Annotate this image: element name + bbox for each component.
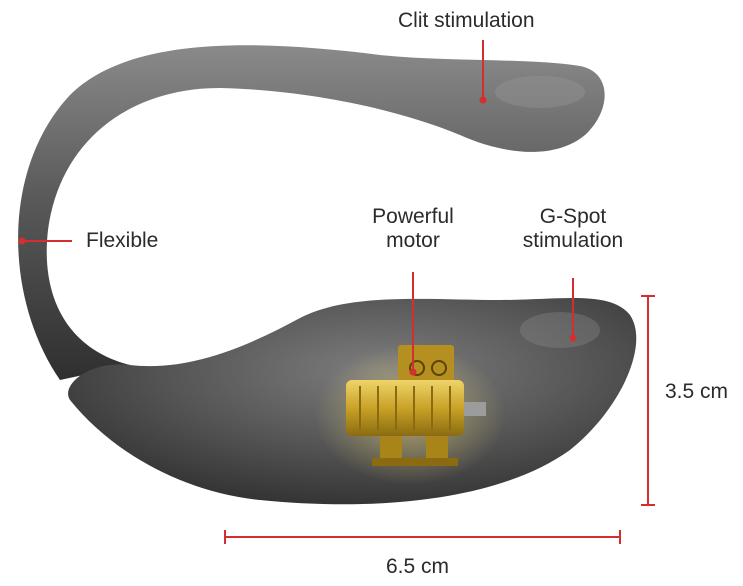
powerful-motor-label: Powerful motor — [355, 205, 471, 253]
clit-pointer-dot — [479, 96, 487, 104]
flexible-pointer-dot — [18, 237, 26, 245]
motor-pointer-dot — [409, 368, 417, 376]
powerful-motor-label-line2: motor — [386, 229, 440, 253]
gspot-pointer-dot — [569, 334, 577, 342]
width-dimension-line — [224, 530, 621, 544]
gspot-label-line2: stimulation — [522, 229, 624, 253]
height-dimension-line — [641, 295, 655, 506]
flexible-label: Flexible — [86, 229, 159, 252]
clit-stimulation-label: Clit stimulation — [398, 9, 535, 32]
width-dimension-label: 6.5 cm — [386, 555, 450, 578]
gspot-label-line1: G-Spot — [539, 205, 607, 228]
height-dimension-label: 3.5 cm — [665, 380, 729, 403]
powerful-motor-label-line1: Powerful — [372, 205, 454, 228]
motor-illustration — [315, 345, 505, 485]
gspot-stimulation-label: G-Spot stimulation — [506, 205, 640, 253]
flexible-arm — [18, 45, 605, 380]
